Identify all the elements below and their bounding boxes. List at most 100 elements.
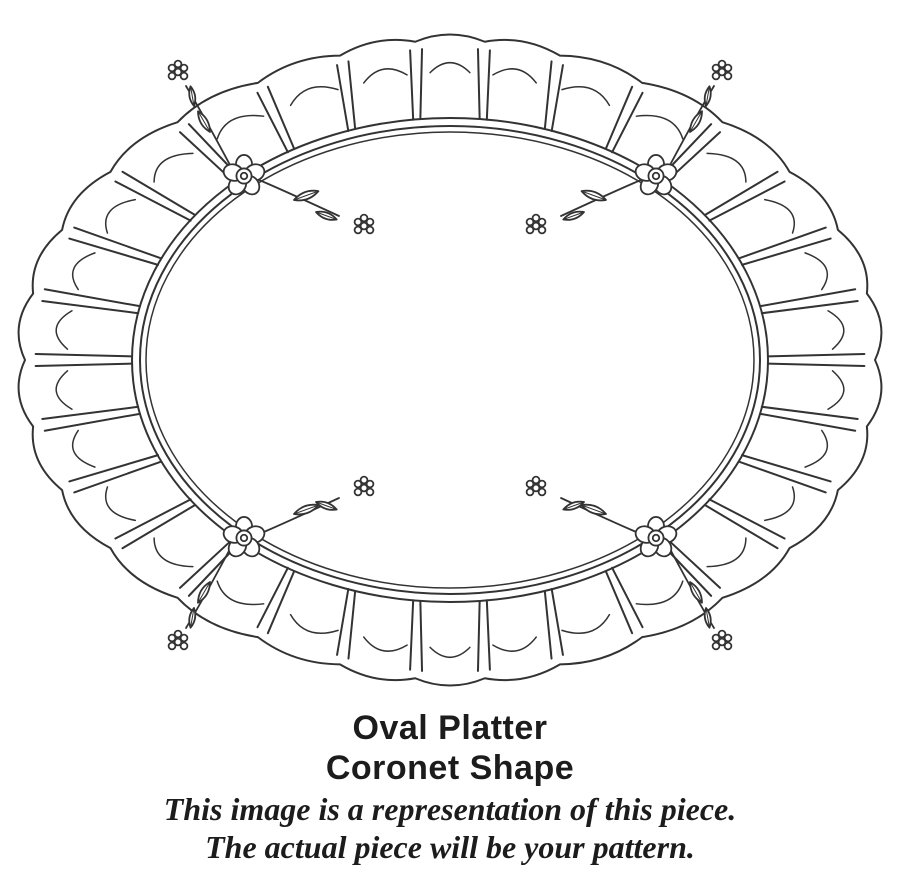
leaf-icon: [188, 85, 197, 107]
rim-panel-arch: [153, 537, 194, 568]
rim-panel-arch: [153, 152, 194, 183]
rim-panel-arch: [105, 198, 137, 234]
leaf-icon: [315, 500, 338, 511]
rim-panel-divider: [760, 300, 859, 315]
floral-decoration: [167, 59, 733, 651]
rim-panel-divider: [34, 362, 133, 367]
rim-panel-divider: [543, 60, 553, 130]
rim-panel-arch: [561, 86, 611, 107]
rim-panel-arch: [71, 429, 96, 468]
rim-panel-divider: [738, 460, 827, 494]
rim-panel-arch: [363, 68, 408, 84]
rim-panel-arch: [429, 646, 471, 659]
rim-panel-divider: [708, 180, 786, 222]
rim-panel-divider: [604, 570, 634, 635]
rim-panel-divider: [708, 498, 786, 540]
leaf-icon: [293, 189, 320, 202]
leaf-icon: [188, 607, 197, 629]
rim-panel-divider: [419, 600, 424, 672]
rim-panel-divider: [121, 504, 196, 550]
rim-panel-arch: [635, 114, 684, 140]
rim-panel-arch: [827, 310, 845, 350]
rim-panel-arch: [492, 68, 537, 84]
rim-panel-arch: [216, 580, 265, 606]
rim-panel-arch: [804, 429, 829, 468]
leaf-icon: [315, 210, 338, 221]
caption-block: Oval Platter Coronet Shape This image is…: [0, 708, 900, 866]
berry-cluster-icon: [167, 59, 189, 81]
piece-shape: Coronet Shape: [325, 749, 575, 787]
rim-panel-divider: [266, 85, 296, 150]
rim-panel-arch: [706, 152, 747, 183]
leaf-icon: [703, 85, 712, 107]
platter-well: [131, 117, 769, 603]
leaf-icon: [689, 110, 703, 133]
well-inner-ring: [145, 131, 755, 589]
rim-panel-divider: [409, 599, 415, 671]
rim-panel-divider: [550, 64, 564, 132]
rim-panel-arch: [492, 636, 537, 652]
flower-icon: [634, 516, 678, 558]
well-outer-ring: [139, 125, 761, 595]
rim-panel-divider: [704, 170, 779, 216]
rim-panel-arch: [105, 486, 137, 522]
rim-panel-divider: [347, 590, 357, 660]
leaf-icon: [689, 581, 703, 604]
rim-panel-divider: [256, 566, 289, 629]
rim-panel-arch: [363, 636, 408, 652]
rim-panel-divider: [73, 226, 162, 260]
rim-panel-divider: [740, 237, 832, 266]
berry-cluster-icon: [353, 213, 375, 235]
rim-panel-divider: [476, 600, 481, 672]
rim-panel-arch: [706, 537, 747, 568]
berry-cluster-icon: [711, 59, 733, 81]
rim-panel-arch: [763, 486, 795, 522]
rim-panel-divider: [336, 588, 350, 656]
rim-panel-divider: [759, 412, 857, 432]
scalloped-outer-edge: [17, 33, 883, 687]
rim-panel-divider: [73, 460, 162, 494]
rim-panel-divider: [704, 504, 779, 550]
rim-panel-divider: [767, 353, 866, 358]
rim-panel-arch: [71, 252, 96, 291]
rim-panel-divider: [68, 237, 160, 266]
rim-panel-divider: [43, 412, 141, 432]
floral-spray: [167, 475, 375, 651]
rim-panel-arch: [429, 61, 471, 74]
rim-panel-divider: [759, 288, 857, 308]
piece-title: Oval Platter: [352, 709, 548, 747]
berry-cluster-icon: [167, 629, 189, 651]
rim-panel-divider: [604, 85, 634, 150]
oval-platter-drawing: [17, 33, 883, 687]
rim-panel-divider: [550, 588, 564, 656]
flower-icon: [222, 154, 266, 196]
rim-panel-arch: [561, 613, 611, 634]
rim-panel-divider: [664, 536, 722, 589]
rim-panel-divider: [767, 362, 866, 367]
platter-rim: [17, 33, 883, 687]
rim-panel-divider: [114, 498, 192, 540]
rim-panel-arch: [804, 252, 829, 291]
rim-panel-divider: [68, 454, 160, 483]
leaf-icon: [580, 189, 607, 202]
representation-note-1: This image is a representation of this p…: [163, 791, 737, 827]
rim-panel-divider: [738, 226, 827, 260]
flower-icon: [222, 516, 266, 558]
representation-note-2: The actual piece will be your pattern.: [205, 829, 695, 865]
rim-panel-divider: [336, 64, 350, 132]
leaf-icon: [197, 110, 211, 133]
rim-inner-edge: [131, 117, 769, 603]
rim-panel-arch: [635, 580, 684, 606]
rim-panel-divider: [266, 570, 296, 635]
leaf-icon: [562, 210, 585, 221]
rim-panel-divider: [43, 288, 141, 308]
rim-panel-divider: [740, 454, 832, 483]
berry-cluster-icon: [525, 475, 547, 497]
rim-panel-arch: [289, 86, 339, 107]
rim-panel-divider: [114, 180, 192, 222]
rim-panel-arch: [289, 613, 339, 634]
berry-cluster-icon: [525, 213, 547, 235]
rim-panel-divider: [543, 590, 553, 660]
rim-panel-arch: [55, 370, 73, 410]
rim-panel-divider: [347, 60, 357, 130]
